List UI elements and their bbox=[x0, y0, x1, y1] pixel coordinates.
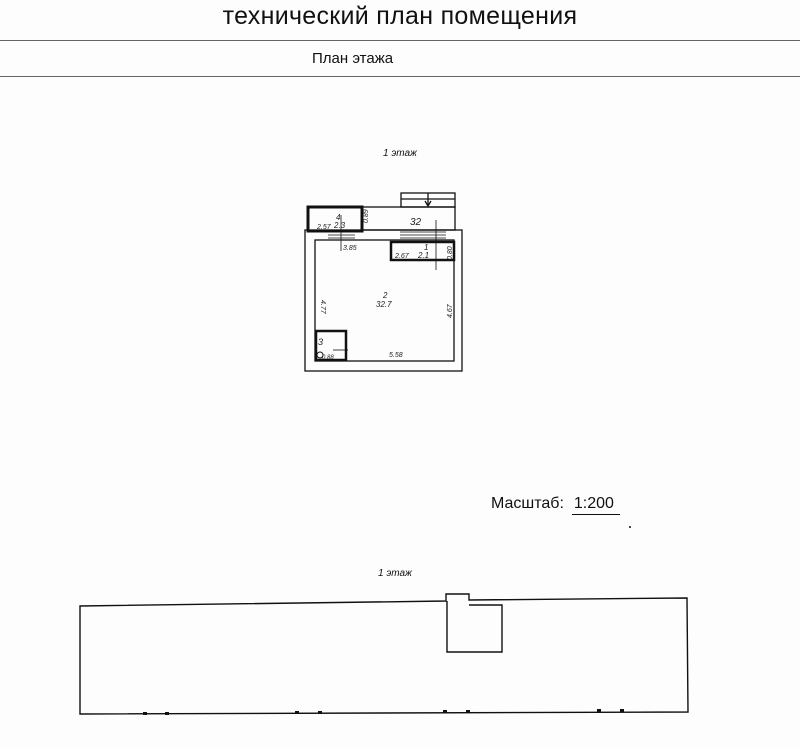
room-2-dim: 5.58 bbox=[389, 352, 403, 359]
room-3-number: 3 bbox=[318, 337, 323, 347]
room-2-dim: 4.77 bbox=[319, 300, 326, 315]
scale-label: Масштаб: bbox=[491, 495, 564, 512]
room-2-dim: 4.67 bbox=[447, 303, 454, 318]
room-1-area: 2.1 bbox=[417, 251, 429, 260]
document-subtitle: План этажа bbox=[312, 50, 394, 67]
scale-value: 1:200 bbox=[571, 495, 620, 515]
building-floor-label: 1 этаж bbox=[378, 568, 412, 579]
divider bbox=[0, 76, 800, 77]
room-4-dim: 0.89 bbox=[363, 209, 370, 223]
divider bbox=[0, 40, 800, 41]
room-2-dim: 3.85 bbox=[343, 245, 357, 252]
plan-floor-label: 1 этаж bbox=[383, 148, 417, 159]
room-1-dim: 2.67 bbox=[394, 253, 410, 260]
room-2-area: 32.7 bbox=[376, 300, 392, 309]
corridor-outline bbox=[361, 206, 456, 231]
room-1-dim: 0.80 bbox=[447, 246, 454, 260]
room-4-area: 2.3 bbox=[333, 221, 346, 230]
room-2-number: 2 bbox=[382, 291, 388, 300]
building-outline bbox=[79, 593, 689, 715]
document-title: технический план помещения bbox=[222, 2, 578, 30]
scale-indicator: Масштаб: 1:200 bbox=[491, 495, 620, 515]
room-1-outline bbox=[389, 240, 456, 262]
corridor-area: 32 bbox=[410, 217, 422, 228]
room-3-dim: 0.88 bbox=[322, 355, 334, 361]
room-4-number: 4 bbox=[336, 213, 341, 222]
room-2-outline bbox=[314, 239, 455, 362]
room-4-dim: 2.57 bbox=[316, 224, 332, 231]
room-3-outline bbox=[314, 329, 348, 362]
room-1-number: 1 bbox=[424, 243, 428, 252]
